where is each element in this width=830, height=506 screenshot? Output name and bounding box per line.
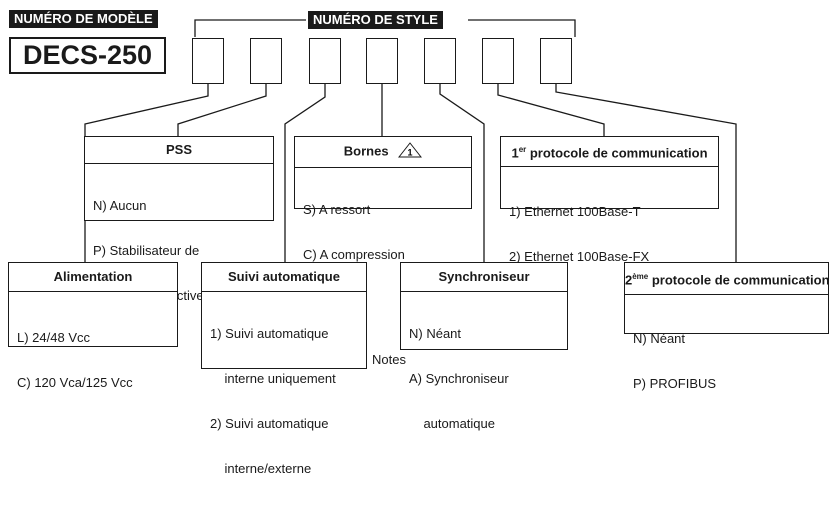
option-lines: N) Néant P) PROFIBUS	[625, 295, 828, 421]
option-title: Suivi automatique	[202, 263, 366, 292]
option-line: L) 24/48 Vcc	[17, 330, 90, 345]
option-title: 2ème protocole de communication	[625, 263, 830, 296]
option-lines: 1) Suivi automatique interne uniquement …	[202, 292, 366, 506]
option-line: A) Synchroniseur	[409, 371, 509, 386]
option-line: P) PROFIBUS	[633, 376, 717, 392]
option-title: Alimentation	[9, 263, 177, 292]
style-slot	[482, 38, 514, 84]
style-slot	[540, 38, 572, 84]
option-title: 1er protocole de communication	[501, 137, 718, 168]
option-line: C) 120 Vca/125 Vcc	[17, 375, 133, 390]
option-title: PSS	[85, 137, 273, 164]
style-slot	[424, 38, 456, 84]
option-line: N) Néant	[409, 326, 462, 341]
option-box-protocol-2: 2ème protocole de communication N) Néant…	[624, 262, 830, 391]
style-slot	[366, 38, 398, 84]
option-line: 1) Suivi automatique	[210, 326, 329, 341]
connector-lines	[84, 19, 737, 262]
option-box-bornes: Bornes 1 S) A ressort C) A compression	[294, 136, 472, 262]
option-lines: N) Néant A) Synchroniseur automatique	[401, 292, 567, 461]
option-lines: 1) Ethernet 100Base-T 2) Ethernet 100Bas…	[501, 167, 718, 294]
option-line: automatique	[409, 416, 495, 431]
option-lines: L) 24/48 Vcc C) 120 Vca/125 Vcc	[9, 292, 177, 420]
option-line: interne/externe	[210, 461, 312, 476]
option-box-alimentation: Alimentation L) 24/48 Vcc C) 120 Vca/125…	[8, 262, 178, 390]
option-line: 1) Ethernet 100Base-T	[509, 204, 641, 220]
option-line: C) A compression	[303, 247, 405, 262]
option-box-pss: PSS N) Aucun P) Stabilisateur de puissan…	[84, 136, 274, 303]
warning-triangle-icon: 1	[398, 142, 423, 162]
style-slot	[309, 38, 341, 84]
model-number-label: NUMÉRO DE MODÈLE	[9, 10, 158, 28]
option-box-synchroniseur: Synchroniseur N) Néant A) Synchroniseur …	[400, 262, 568, 431]
note-marker: 1	[408, 148, 413, 158]
option-box-suivi: Suivi automatique 1) Suivi automatique i…	[201, 262, 367, 476]
option-lines: S) A ressort C) A compression	[295, 168, 471, 292]
option-box-protocol-1: 1er protocole de communication 1) Ethern…	[500, 136, 719, 264]
option-title-text: Bornes	[343, 143, 389, 159]
option-title: Synchroniseur	[401, 263, 567, 292]
option-line: S) A ressort	[303, 202, 371, 217]
option-title: Bornes 1	[295, 137, 471, 168]
notes-label: Notes	[372, 352, 406, 367]
style-slot	[250, 38, 282, 84]
option-line: N) Néant	[633, 331, 686, 347]
style-number-label: NUMÉRO DE STYLE	[308, 11, 443, 29]
model-number-value: DECS-250	[9, 37, 166, 74]
option-line: interne uniquement	[210, 371, 336, 386]
style-slot	[192, 38, 224, 84]
option-line: 2) Suivi automatique	[210, 416, 329, 431]
option-line: 2) Ethernet 100Base-FX	[509, 249, 650, 265]
option-line: P) Stabilisateur de	[93, 243, 200, 258]
option-line: N) Aucun	[93, 198, 147, 213]
